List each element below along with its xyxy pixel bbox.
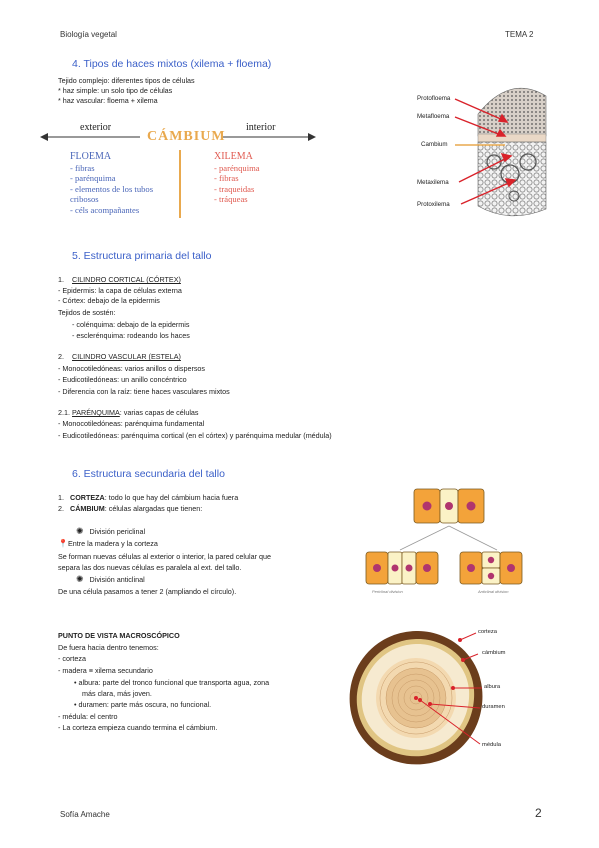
xilema-title: XILEMA [214, 151, 253, 162]
sec5-l2-0: - Monocotiledóneas: varios anillos o dis… [58, 364, 206, 373]
floema-title: FLOEMA [70, 151, 112, 162]
sec4-line-3: * haz vascular: floema + xilema [58, 96, 158, 105]
sec5-sosten-1: - esclerénquima: rodeando los haces [72, 331, 190, 340]
sec5-l2-2: - Diferencia con la raíz: tiene haces va… [58, 387, 230, 396]
section-5-title: 5. Estructura primaria del tallo [72, 250, 212, 262]
macro-1: - corteza [58, 654, 86, 663]
label-protofloema: Protofloema [417, 95, 451, 102]
label-metafloema: Metafloema [417, 113, 450, 120]
duramen: • duramen: parte más oscura, no funciona… [74, 700, 212, 709]
sec4-line-1: Tejido complejo: diferentes tipos de cél… [58, 76, 195, 85]
floema-list: - fibras - parénquima - elementos de los… [70, 163, 154, 215]
flower-icon: ✺ [76, 574, 84, 584]
footer-author: Sofía Amache [60, 810, 110, 819]
macro-title: PUNTO DE VISTA MACROSCÓPICO [58, 631, 180, 640]
section-4-title: 4. Tipos de haces mixtos (xilema + floem… [72, 58, 272, 70]
sec5-heading-1: 1. CILINDRO CORTICAL (CÓRTEX) [58, 275, 181, 284]
flower-icon: ✺ [76, 526, 84, 536]
label-cambium-diagram: Cambium [421, 141, 448, 148]
cambium-arrows [40, 133, 316, 141]
trunk-cross-section [349, 630, 483, 765]
header-right: TEMA 2 [505, 30, 534, 39]
caption-anticlinal: Anticlinal division [478, 589, 509, 594]
label-cambium: CÁMBIUM [147, 129, 226, 144]
section-6-title: 6. Estructura secundaria del tallo [72, 468, 225, 480]
albura-0: • albura: parte del tronco funcional que… [74, 678, 270, 687]
sec5-l2-1: - Eudicotiledóneas: un anillo concéntric… [58, 375, 187, 384]
sec6-item-2: 2. CÁMBIUM: células alargadas que tienen… [58, 504, 203, 513]
cell-division-diagram [365, 488, 523, 585]
label-medula: médula [482, 742, 502, 748]
label-duramen: duramen [482, 704, 505, 710]
label-corteza: corteza [478, 629, 498, 635]
page-number: 2 [535, 806, 542, 820]
label-interior: interior [246, 122, 276, 133]
rest-0: - médula: el centro [58, 712, 118, 721]
pin-icon: 📍 [58, 539, 68, 548]
sec6-anticlinal: ✺ División anticlinal [76, 574, 145, 584]
label-albura: albura [484, 684, 501, 690]
rest-1: - La corteza empieza cuando termina el c… [58, 723, 218, 732]
bundle-pointers [454, 98, 517, 205]
header-left: Biología vegetal [60, 30, 117, 39]
sec6-madera-corteza: 📍Entre la madera y la corteza [58, 539, 158, 548]
sec5-heading-21: 2.1. PARÉNQUIMA: varias capas de células [58, 408, 199, 417]
label-protoxilema: Protoxilema [417, 201, 450, 208]
sec6-periclinal: ✺ División periclinal [76, 526, 146, 536]
sec6-p3: De una célula pasamos a tener 2 (amplian… [58, 587, 237, 596]
sec4-line-2: * haz simple: un solo tipo de células [58, 86, 173, 95]
cambium-divider [179, 150, 181, 218]
label-cambium-trunk: cámbium [482, 650, 506, 656]
xilema-list: - parénquima - fibras - traqueidas - trá… [214, 163, 260, 205]
macro-2: - madera ≡ xilema secundario [58, 666, 153, 675]
sec5-heading-2: 2. CILINDRO VASCULAR (ESTELA) [58, 352, 181, 361]
sec6-p1: Se forman nuevas células al exterior o i… [58, 552, 271, 561]
caption-periclinal: Periclinal division [372, 589, 403, 594]
vascular-bundle-diagram [477, 88, 547, 217]
sec6-p2: separa las dos nuevas células es paralel… [58, 563, 242, 572]
albura-1: más clara, más joven. [82, 689, 152, 698]
sec5-l1-1: - Córtex: debajo de la epidermis [58, 296, 160, 305]
sec5-sosten-0: - colénquima: debajo de la epidermis [72, 320, 190, 329]
sec5-l21-0: - Monocotiledóneas: parénquima fundament… [58, 419, 205, 428]
sec5-l21-1: - Eudicotiledóneas: parénquima cortical … [58, 431, 332, 440]
label-exterior: exterior [80, 122, 112, 133]
macro-0: De fuera hacia dentro tenemos: [58, 643, 159, 652]
sec5-sosten: Tejidos de sostén: [58, 308, 116, 317]
trunk-pointers [418, 632, 482, 745]
sec6-item-1: 1. CORTEZA: todo lo que hay del cámbium … [58, 493, 239, 502]
label-metaxilema: Metaxilema [417, 179, 449, 186]
sec5-l1-0: - Epidermis: la capa de células externa [58, 286, 182, 295]
